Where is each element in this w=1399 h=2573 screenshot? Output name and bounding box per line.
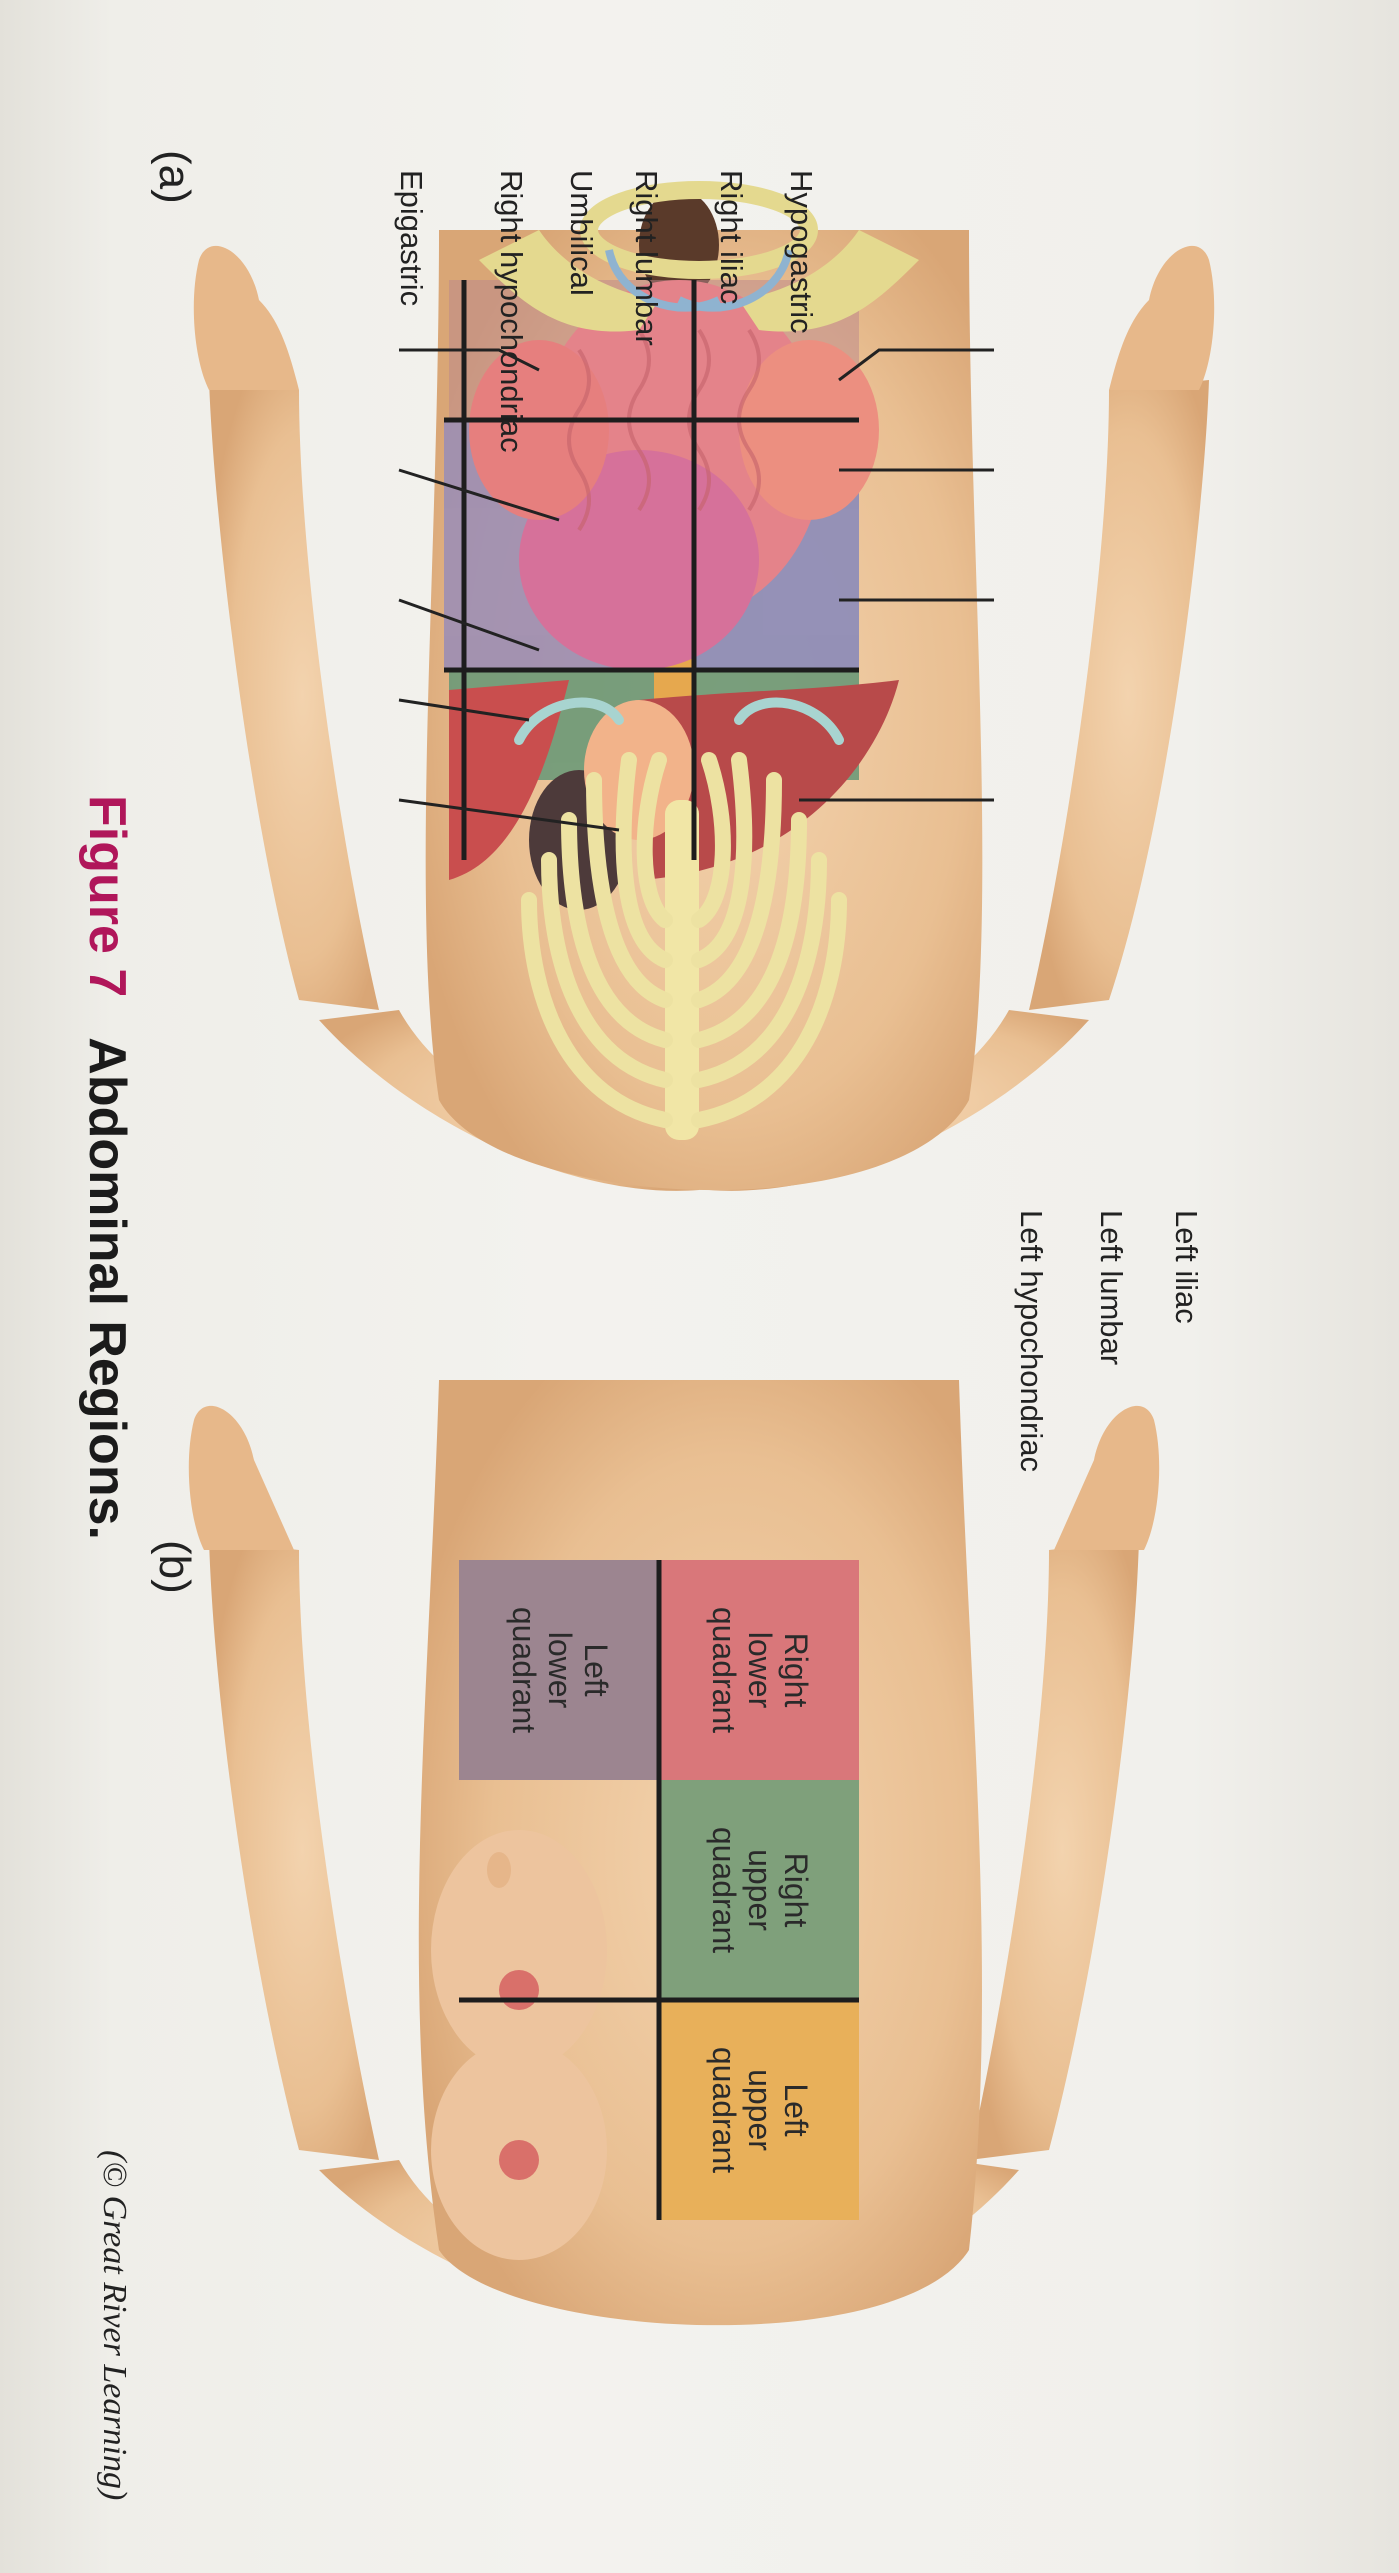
quadrant-label-line: lower [542, 1631, 578, 1709]
label-right-iliac: Right iliac [714, 170, 749, 305]
ribcage [514, 697, 847, 1140]
quadrant-label-line: upper [742, 2069, 778, 2151]
pelvis [479, 181, 919, 332]
label-left-iliac: Left iliac [1169, 1210, 1204, 1324]
quadrant-right-upper [659, 1780, 859, 2000]
label-right-hypochondriac: Right hypochondriac [494, 170, 529, 453]
quadrant-label-line: quadrant [706, 1606, 742, 1734]
figure-title: Abdominal Regions. [78, 1037, 136, 1540]
quadrant-label-line: quadrant [706, 2046, 742, 2174]
figure-number: Figure 7 [78, 795, 136, 998]
intestines [469, 280, 879, 670]
quadrant-right-lower [659, 1560, 859, 1780]
leader-lines [398, 348, 994, 832]
quadrant-label-line: Left [578, 1643, 614, 1697]
quadrant-label-line: Left [778, 2083, 814, 2137]
label-left-lumbar: Left lumbar [1094, 1210, 1129, 1366]
quadrant-label-line: upper [742, 1849, 778, 1931]
label-hypogastric: Hypogastric [784, 170, 819, 334]
figure-credit: (© Great River Learning) [96, 2150, 133, 2501]
quadrant-label-line: Right [778, 1852, 814, 1928]
label-umbilical: Umbilical [564, 170, 599, 296]
region-grid [444, 280, 859, 860]
quadrant-label-left-lower: Left lower quadrant [506, 1570, 614, 1770]
label-right-lumbar: Right lumbar [629, 170, 664, 346]
quadrant-dividers [459, 1560, 859, 2220]
quadrant-blocks [459, 1560, 859, 2220]
quadrant-label-right-lower: Right lower quadrant [706, 1570, 814, 1770]
quadrant-label-line: quadrant [506, 1606, 542, 1734]
label-left-hypochondriac: Left hypochondriac [1014, 1210, 1049, 1472]
quadrant-label-line: quadrant [706, 1826, 742, 1954]
quadrant-left-upper [659, 2000, 859, 2220]
quadrant-label-line: lower [742, 1631, 778, 1709]
label-epigastric: Epigastric [394, 170, 429, 307]
quadrant-label-left-upper: Left upper quadrant [706, 2010, 814, 2210]
panel-b-label: (b) [150, 1540, 199, 1594]
panel-a-label: (a) [150, 150, 199, 204]
figure-caption: Figure 7 Abdominal Regions. [77, 795, 137, 1540]
quadrant-label-right-upper: Right upper quadrant [706, 1790, 814, 1990]
quadrant-label-line: Right [778, 1632, 814, 1708]
quadrant-left-lower [459, 1560, 659, 1780]
